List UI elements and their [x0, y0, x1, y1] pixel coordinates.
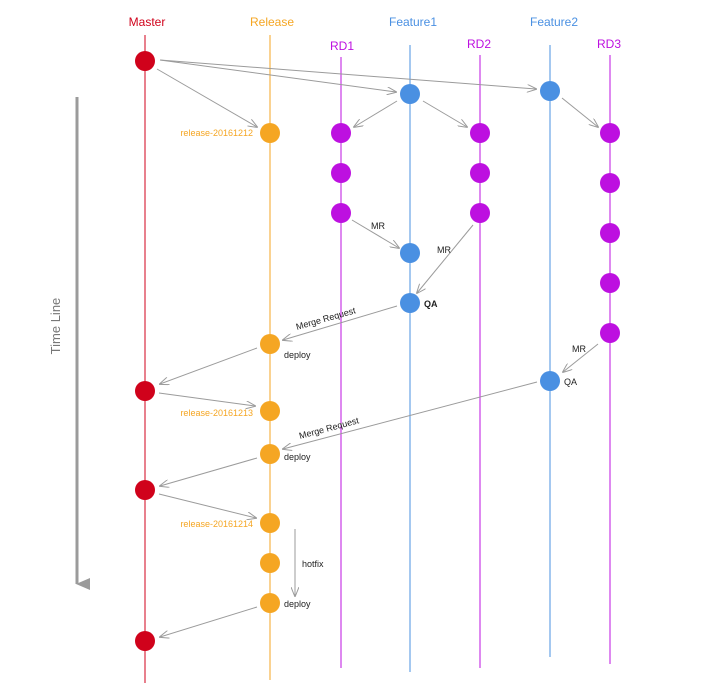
rd1-commit [331, 163, 351, 183]
deploy-label-2: deploy [284, 452, 311, 462]
rd3-lane-header: RD3 [597, 37, 621, 51]
rd1-commit [331, 123, 351, 143]
arrow-release-deploy-2 [160, 457, 258, 486]
feature2-lane-header: Feature2 [530, 15, 578, 29]
feature1-commit [400, 293, 420, 313]
rd3-commit [600, 223, 620, 243]
arrow-rd3-mr-to-feature2 [563, 343, 599, 372]
release-commit [260, 401, 280, 421]
arrow-release-deploy-3 [160, 606, 258, 637]
mr-label-rd1: MR [371, 221, 385, 231]
release-tag-1: release-20161212 [180, 128, 253, 138]
arrow-rd2-mr-to-feature1 [417, 224, 474, 293]
release-tag-2: release-20161213 [180, 408, 253, 418]
arrow-master-to-release-2 [158, 392, 255, 406]
feature2-commit [540, 81, 560, 101]
release-lane-header: Release [250, 15, 294, 29]
hotfix-label: hotfix [302, 559, 324, 569]
merge-request-label-1: Merge Request [295, 305, 357, 332]
mr-label-rd3: MR [572, 344, 586, 354]
arrow-feature2-to-rd3 [561, 97, 598, 127]
rd1-commit [331, 203, 351, 223]
master-lane-header: Master [129, 15, 166, 29]
release-tag-3: release-20161214 [180, 519, 253, 529]
arrow-feature2-merge-request [283, 381, 538, 449]
release-commit [260, 123, 280, 143]
release-commit [260, 593, 280, 613]
release-commit [260, 444, 280, 464]
release-commit [260, 513, 280, 533]
mr-label-rd2: MR [437, 245, 451, 255]
arrow-master-to-release-1 [156, 68, 257, 127]
rd3-commit [600, 173, 620, 193]
rd2-commit [470, 203, 490, 223]
rd2-lane-header: RD2 [467, 37, 491, 51]
release-commit [260, 553, 280, 573]
master-commit [135, 381, 155, 401]
rd2-commit [470, 163, 490, 183]
arrows [156, 59, 599, 637]
arrow-release-deploy-1 [160, 347, 258, 384]
arrow-master-to-feature1 [159, 59, 396, 92]
deploy-label-3: deploy [284, 599, 311, 609]
master-commit [135, 480, 155, 500]
rd3-commit [600, 323, 620, 343]
feature2-commit [540, 371, 560, 391]
release-commit [260, 334, 280, 354]
arrow-feature1-merge-request [283, 305, 398, 340]
rd3-commit [600, 273, 620, 293]
feature1-commit [400, 84, 420, 104]
rd3-commit [600, 123, 620, 143]
arrow-master-to-feature2 [159, 59, 536, 89]
qa-label-feature2: QA [564, 377, 577, 387]
arrow-feature1-to-rd2 [422, 100, 467, 127]
feature1-commit [400, 243, 420, 263]
rd1-lane-header: RD1 [330, 39, 354, 53]
timeline-label: Time Line [48, 298, 63, 355]
rd2-commit [470, 123, 490, 143]
qa-label-feature1: QA [424, 299, 438, 309]
arrow-rd1-mr-to-feature1 [351, 219, 399, 248]
arrow-master-to-release-3 [158, 493, 256, 518]
master-commit [135, 51, 155, 71]
feature1-lane-header: Feature1 [389, 15, 437, 29]
arrow-feature1-to-rd1 [354, 100, 398, 127]
deploy-label-1: deploy [284, 350, 311, 360]
master-commit [135, 631, 155, 651]
